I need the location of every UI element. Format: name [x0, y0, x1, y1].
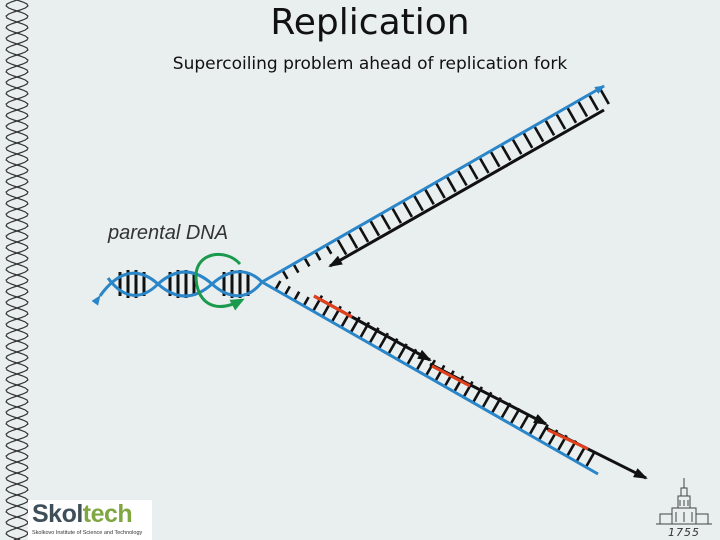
base-pair-rung	[357, 225, 370, 243]
base-pair-rung	[522, 131, 534, 149]
base-pair-rung	[303, 257, 311, 268]
emblem-year: 1755	[668, 526, 700, 539]
base-pair-rung	[565, 106, 578, 124]
base-pair-rung	[478, 156, 490, 174]
logo-part1: Skol	[32, 500, 83, 528]
base-pair-rung	[598, 87, 610, 105]
lower-parental-strand	[261, 280, 599, 476]
rna-primer-3	[547, 428, 589, 451]
parental-strand-a	[91, 270, 264, 306]
university-building-emblem	[656, 478, 712, 525]
base-pair-rung	[423, 188, 435, 205]
base-pair-rung	[576, 100, 589, 118]
upper-parental-strand	[261, 84, 605, 284]
logo-part2: tech	[82, 500, 133, 528]
rna-primer-1	[313, 294, 353, 319]
base-pair-rung	[325, 244, 333, 255]
base-pair-rung	[489, 150, 501, 168]
base-pair-rung	[292, 263, 300, 274]
base-pair-rung	[511, 137, 523, 155]
base-pair-rung	[518, 413, 531, 431]
base-pair-rung	[500, 144, 512, 162]
lower-daughter-duplex	[261, 280, 648, 480]
base-pair-rung	[533, 125, 545, 143]
base-pair-rung	[283, 285, 291, 296]
base-pair-rung	[401, 200, 414, 218]
base-pair-rung	[443, 370, 455, 388]
base-pair-rung	[434, 364, 446, 382]
base-pair-rung	[554, 112, 567, 130]
base-pair-rung	[467, 162, 479, 180]
base-pair-rung	[584, 450, 596, 468]
upper-daughter-duplex	[261, 84, 610, 284]
slide-title: Replication	[270, 2, 470, 43]
base-pair-rung	[274, 280, 282, 291]
slide-subtitle: Supercoiling problem ahead of replicatio…	[172, 54, 568, 74]
base-pair-rung	[424, 359, 437, 377]
base-pair-rung	[347, 231, 359, 249]
base-pair-rung	[587, 93, 600, 111]
base-pair-rung	[528, 418, 540, 436]
base-pair-rung	[302, 296, 310, 307]
base-pair-rung	[537, 423, 549, 441]
parental-strand-b	[106, 270, 264, 298]
rna-primer-2	[431, 364, 471, 388]
base-pair-rung	[412, 194, 424, 212]
dna-helix-border	[5, 0, 29, 540]
base-pair-rung	[281, 269, 289, 280]
logo-tagline: Skolkovo Institute of Science and Techno…	[32, 530, 143, 536]
base-pair-rung	[456, 169, 468, 187]
base-pair-rung	[390, 206, 403, 224]
base-pair-rung	[544, 119, 556, 136]
upper-new-strand	[328, 108, 605, 268]
base-pair-rung	[336, 238, 348, 256]
base-pair-rung	[293, 291, 301, 302]
supercoil-rotation-arrow	[194, 253, 245, 311]
skoltech-logo: Skoltech Skolkovo Institute of Science a…	[28, 500, 152, 540]
base-pair-rung	[314, 250, 322, 261]
base-pair-rung	[368, 219, 381, 237]
parental-dna-label: parental DNA	[107, 222, 228, 244]
base-pair-rung	[379, 213, 392, 231]
base-pair-rung	[445, 175, 457, 193]
base-pair-rung	[434, 181, 446, 199]
parental-double-helix	[91, 270, 264, 306]
